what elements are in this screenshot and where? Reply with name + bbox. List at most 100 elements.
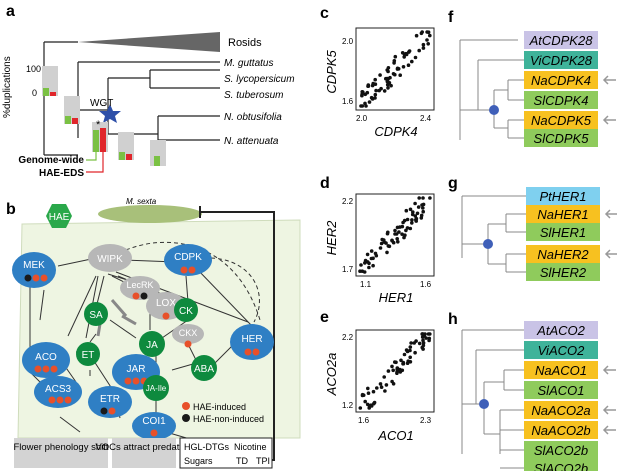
node-ja-label: JA bbox=[146, 340, 158, 351]
scatter-point bbox=[375, 386, 379, 390]
ylabel-duplications: %duplications bbox=[2, 56, 13, 118]
scatter-point bbox=[419, 31, 424, 36]
scatter-point bbox=[373, 82, 378, 86]
scatter-point bbox=[408, 226, 413, 231]
scatter-point bbox=[408, 355, 412, 360]
output-hgl: HGL-DTGs bbox=[184, 442, 230, 452]
output-tpi: TPI bbox=[256, 456, 270, 466]
gene-box bbox=[524, 401, 598, 419]
ylabel-d: HER2 bbox=[324, 220, 339, 255]
scatter-point bbox=[423, 332, 427, 336]
gene-label: NaACO2b bbox=[531, 423, 590, 438]
ytick-d-0: 2.2 bbox=[342, 197, 354, 206]
scatter-point bbox=[391, 382, 396, 386]
scatter-point bbox=[408, 207, 413, 212]
gene-label: PtHER1 bbox=[540, 189, 587, 204]
gene-label: SlHER2 bbox=[540, 265, 587, 280]
node-sa bbox=[84, 302, 108, 326]
node-ckx bbox=[172, 324, 204, 344]
scatter-point bbox=[405, 361, 410, 365]
legend-hae-eds: HAE-EDS bbox=[39, 168, 84, 179]
gene-label: NaACO1 bbox=[535, 363, 587, 378]
node-mek-label: MEK bbox=[23, 260, 45, 271]
scatter-point bbox=[419, 213, 424, 218]
scatter-point bbox=[363, 399, 367, 404]
node-ck-label: CK bbox=[179, 306, 193, 317]
xlabel-d: HER1 bbox=[379, 290, 414, 305]
ytick-c-0: 2.0 bbox=[342, 37, 354, 46]
scatter-point bbox=[372, 401, 376, 406]
scatter-point bbox=[411, 210, 415, 214]
scatter-point bbox=[397, 230, 401, 234]
scatter-point bbox=[378, 73, 382, 77]
panel-c: c CDPK5 CDPK4 2.0 2.4 2.0 1.6 bbox=[320, 5, 435, 139]
gene-box bbox=[524, 341, 598, 359]
xtick-c-0: 2.0 bbox=[356, 114, 368, 123]
output-flower-label: Flower phenology shift bbox=[13, 442, 108, 453]
scatter-point bbox=[421, 209, 425, 214]
scatter-point bbox=[403, 233, 407, 237]
asterisk: * bbox=[96, 119, 101, 131]
gene-box bbox=[526, 187, 600, 205]
node-et bbox=[76, 342, 100, 366]
scatter-point bbox=[414, 216, 419, 221]
label-rosids: Rosids bbox=[228, 37, 262, 49]
arrow-icon bbox=[604, 209, 617, 219]
gene-label: NaCDPK5 bbox=[531, 113, 592, 128]
scatter-point bbox=[421, 341, 426, 345]
scatter-point bbox=[373, 92, 378, 97]
scatter-point bbox=[420, 332, 425, 336]
label-species-3: S. tuberosum bbox=[224, 90, 283, 101]
node-sa-label: SA bbox=[89, 310, 103, 321]
xlabel-e: ACO1 bbox=[377, 428, 413, 443]
ytick-c-1: 1.6 bbox=[342, 97, 354, 106]
gene-box bbox=[524, 31, 598, 49]
gene-box bbox=[524, 321, 598, 339]
gene-label: SlACO1 bbox=[538, 383, 585, 398]
leaf-background bbox=[17, 219, 301, 439]
node-coi1 bbox=[132, 412, 176, 440]
scatter-point bbox=[358, 406, 363, 410]
panel-label-e: e bbox=[320, 309, 329, 326]
gene-label: ViACO2 bbox=[538, 343, 585, 358]
scatter-point bbox=[386, 66, 391, 70]
scatter-point bbox=[384, 241, 388, 245]
ytick-e-1: 1.2 bbox=[342, 401, 354, 410]
ytick-e-0: 2.2 bbox=[342, 333, 354, 342]
output-nicotine: Nicotine bbox=[234, 442, 267, 452]
scatter-point bbox=[398, 225, 402, 229]
node-her-label: HER bbox=[241, 334, 262, 345]
scatter-d-points bbox=[358, 196, 432, 274]
legend-genome-wide: Genome-wide bbox=[18, 155, 84, 166]
scatter-point bbox=[402, 55, 406, 59]
scatter-point bbox=[385, 250, 389, 255]
node-wipk-label: WIPK bbox=[97, 254, 123, 265]
panel-e: e ACO2a ACO1 1.6 2.3 2.2 1.2 bbox=[320, 309, 435, 443]
legend-noninduced: HAE-non-induced bbox=[193, 414, 264, 424]
scatter-point bbox=[410, 59, 414, 64]
node-jar-label: JAR bbox=[127, 364, 146, 375]
scatter-point bbox=[373, 77, 377, 82]
panel-f: f AtCDPK28ViCDPK28NaCDPK4SlCDPK4NaCDPK5S… bbox=[448, 9, 616, 147]
panel-label-c: c bbox=[320, 5, 329, 22]
gene-label: AtACO2 bbox=[536, 323, 585, 338]
scatter-point bbox=[406, 63, 411, 67]
scatter-point bbox=[393, 54, 398, 59]
scatter-point bbox=[399, 358, 403, 363]
scatter-point bbox=[408, 360, 413, 364]
scatter-point bbox=[401, 65, 406, 69]
duplication-bars: * bbox=[42, 66, 166, 166]
scatter-point bbox=[360, 392, 365, 397]
scatter-point bbox=[400, 232, 404, 236]
panel-h: h AtACO2ViACO2NaACO1SlACO1NaACO2aNaACO2b… bbox=[448, 311, 616, 471]
gene-box bbox=[524, 91, 598, 109]
scatter-point bbox=[415, 211, 420, 216]
scatter-point bbox=[366, 391, 371, 395]
scatter-e-points bbox=[358, 332, 432, 410]
ytick-d-1: 1.7 bbox=[342, 265, 354, 274]
scatter-point bbox=[421, 196, 425, 200]
xtick-e-0: 1.6 bbox=[358, 416, 370, 425]
scatter-point bbox=[398, 367, 402, 372]
scatter-point bbox=[407, 50, 411, 54]
scatter-point bbox=[378, 382, 383, 386]
